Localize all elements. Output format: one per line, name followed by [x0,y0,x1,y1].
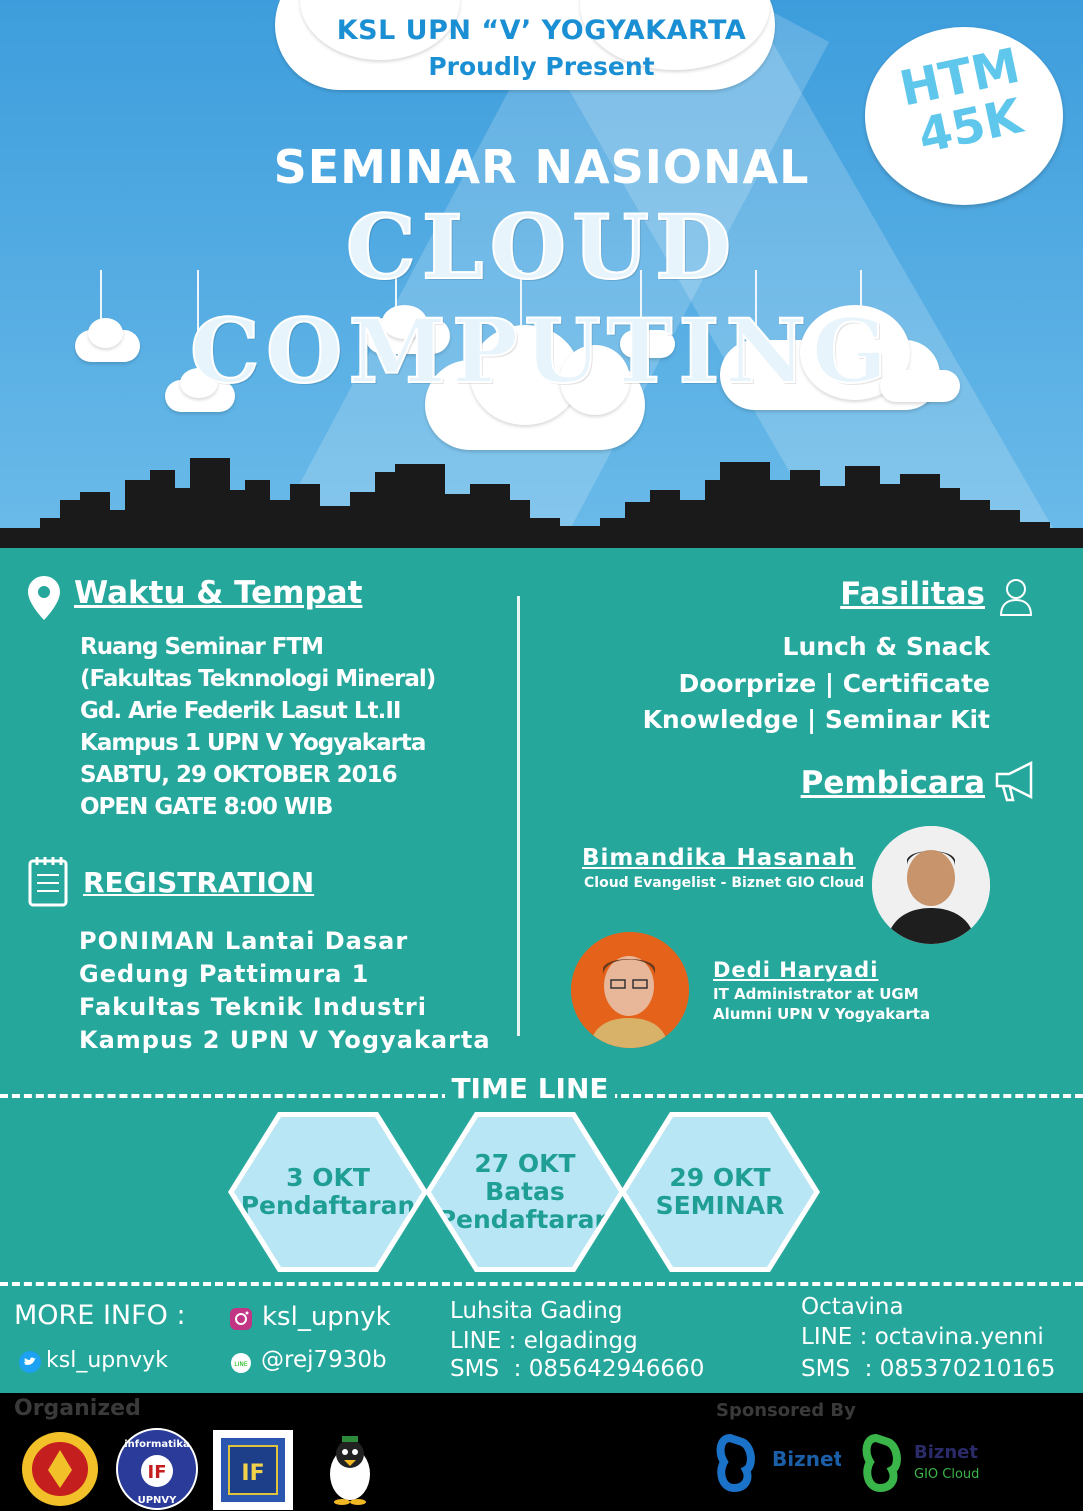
cloud-string [395,270,397,315]
twitter-handle[interactable]: ksl_upnvyk [46,1348,168,1373]
dashed-divider [0,1282,1083,1286]
contact-person-line: LINE : octavina.yenni [801,1324,1044,1350]
timeline-heading-bg [445,1072,615,1112]
sponsor2-sub: GIO Cloud [914,1467,979,1482]
speaker-name: Dedi Haryadi [713,958,879,982]
organized-label: Organized [14,1396,141,1421]
proudly-present: Proudly Present [428,52,655,81]
facility-item: Doorprize | Certificate [678,669,990,698]
registration-line: Kampus 2 UPN V Yogyakarta [79,1026,491,1054]
timeline-date: 27 OKT [474,1149,576,1178]
speaker-role: Alumni UPN V Yogyakarta [713,1005,931,1023]
contact-person-name: Luhsita Gading [450,1298,623,1324]
contact-person-line: LINE : elgadingg [450,1328,638,1354]
biznet-logo: Biznet [716,1433,841,1493]
twitter-icon [19,1351,41,1373]
timeline-date: 3 OKT [286,1163,370,1192]
hmif-chip-logo: IF [213,1430,293,1510]
small-cloud-puff [88,318,123,348]
venue-line: Ruang Seminar FTM [80,634,324,660]
price-badge [865,27,1063,205]
main-title: CLOUD COMPUTING [189,194,894,404]
facility-item: Knowledge | Seminar Kit [642,705,990,734]
cloud-string [860,270,862,315]
venue-heading: Waktu & Tempat [74,575,363,611]
sponsor2-text: Biznet [914,1442,978,1463]
informatika-upnvy-logo: IF informatika UPNVY [116,1428,198,1510]
registration-heading: REGISTRATION [83,866,315,899]
registration-line: Fakultas Teknik Industri [79,993,427,1021]
instagram-handle[interactable]: ksl_upnyk [262,1302,391,1332]
speaker-photo [571,932,689,1048]
venue-line: Kampus 1 UPN V Yogyakarta [80,730,426,756]
speaker-name: Bimandika Hasanah [582,845,856,871]
event-date: SABTU, 29 OKTOBER 2016 [80,762,398,788]
logo-if-text: IF [148,1462,167,1483]
cloud-string [100,270,102,330]
biznet-gio-cloud-logo: Biznet GIO Cloud [862,1433,979,1493]
line-handle[interactable]: @rej7930b [261,1347,387,1373]
venue-line: (Fakultas Teknnologi Mineral) [80,666,436,692]
small-cloud [620,330,675,358]
facility-item: Lunch & Snack [782,632,990,661]
timeline-label: SEMINAR [655,1191,785,1220]
speakers-heading: Pembicara [800,765,985,801]
speaker-role: IT Administrator at UGM [713,985,919,1003]
logo-if-text: IF [241,1461,264,1486]
sponsor1-text: Biznet [772,1447,841,1471]
cloud-string [197,270,199,380]
timeline-heading: TIME LINE [451,1072,609,1105]
seminar-subtitle: SEMINAR NASIONAL [273,140,810,194]
venue-line: Gd. Arie Federik Lasut Lt.II [80,698,401,724]
location-pin-icon [28,576,60,620]
line-app-icon: LINE [231,1353,251,1373]
megaphone-icon [995,760,1033,802]
contact-person-sms: SMS : 085642946660 [450,1356,705,1382]
timeline-date: 29 OKT [669,1163,771,1192]
svg-text:LINE: LINE [234,1361,248,1368]
timeline-label: Pendaftaran [240,1191,416,1220]
tux-penguin-logo [330,1436,370,1505]
sponsored-label: Sponsored By [716,1400,856,1421]
cloud-string [755,270,757,330]
large-cloud-puff [560,345,630,415]
contact-person-name: Octavina [801,1294,904,1320]
timeline-step: 3 OKT Pendaftaran [234,1117,422,1267]
small-cloud-puff [382,305,427,339]
column-divider [517,596,520,1036]
person-icon [999,579,1033,616]
contact-person-sms: SMS : 085370210165 [801,1356,1056,1382]
cloud-string [640,270,642,330]
small-cloud-puff [180,368,218,398]
speaker-role: Cloud Evangelist - Biznet GIO Cloud [584,875,865,891]
logo-informatika-text: informatika [124,1439,189,1450]
organizer-title: KSL UPN “V’ YOGYAKARTA [336,15,747,46]
city-skyline [0,458,1083,548]
notepad-icon [28,857,68,907]
small-cloud [880,370,960,402]
facilities-heading: Fasilitas [840,576,985,612]
open-gate-time: OPEN GATE 8:00 WIB [80,794,333,820]
more-info-label: MORE INFO : [14,1300,186,1331]
logo-upnvy-text: UPNVY [138,1495,178,1506]
timeline-label: Pendaftaran [437,1205,613,1234]
registration-line: PONIMAN Lantai Dasar [79,927,409,955]
registration-line: Gedung Pattimura 1 [79,960,370,988]
speaker-photo [872,826,990,944]
cloud-string [520,270,522,330]
instagram-icon [230,1308,252,1330]
timeline-label: Batas [485,1177,565,1206]
upn-university-logo [22,1432,98,1506]
